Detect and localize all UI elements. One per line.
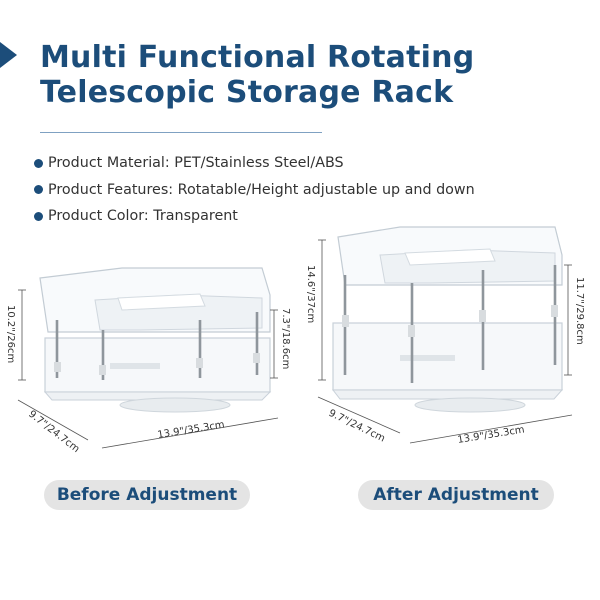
arrow-icon — [0, 42, 17, 68]
depth-label: 9.7"/24.7cm — [26, 409, 81, 455]
width-label: 13.9"/35.3cm — [157, 420, 226, 441]
feature-item: Product Color: Transparent — [34, 203, 475, 230]
bullet-icon — [34, 158, 43, 168]
height-label: 14.6"/37cm — [305, 265, 316, 323]
feature-text: Product Color: Transparent — [48, 208, 238, 225]
height-label: 10.2"/26cm — [5, 305, 16, 363]
before-adjustment-label: Before Adjustment — [44, 480, 250, 510]
feature-item: Product Material: PET/Stainless Steel/AB… — [34, 150, 475, 177]
tier-gap-label: 11.7"/29.8cm — [574, 277, 585, 345]
feature-list: Product Material: PET/Stainless Steel/AB… — [34, 150, 475, 230]
title-line-2: Telescopic Storage Rack — [40, 75, 454, 110]
bullet-icon — [34, 185, 43, 195]
feature-item: Product Features: Rotatable/Height adjus… — [34, 177, 475, 204]
after-adjustment-label: After Adjustment — [358, 480, 554, 510]
feature-text: Product Features: Rotatable/Height adjus… — [48, 181, 475, 198]
width-label: 13.9"/35.3cm — [457, 425, 526, 446]
title-divider — [40, 132, 322, 133]
depth-label: 9.7"/24.7cm — [327, 408, 387, 445]
feature-text: Product Material: PET/Stainless Steel/AB… — [48, 155, 344, 172]
page-title: Multi Functional Rotating Telescopic Sto… — [40, 40, 474, 110]
rack-before-illustration: 10.2"/26cm 7.3"/18.6cm 9.7"/24.7cm 13.9"… — [5, 267, 291, 455]
bullet-icon — [34, 211, 43, 221]
title-line-1: Multi Functional Rotating — [40, 40, 475, 75]
rack-after-illustration: 14.6"/37cm 11.7"/29.8cm 9.7"/24.7cm 13.9… — [305, 226, 585, 446]
turntable-base — [414, 397, 526, 413]
turntable-base — [119, 397, 231, 413]
tier-gap-label: 7.3"/18.6cm — [280, 308, 291, 369]
